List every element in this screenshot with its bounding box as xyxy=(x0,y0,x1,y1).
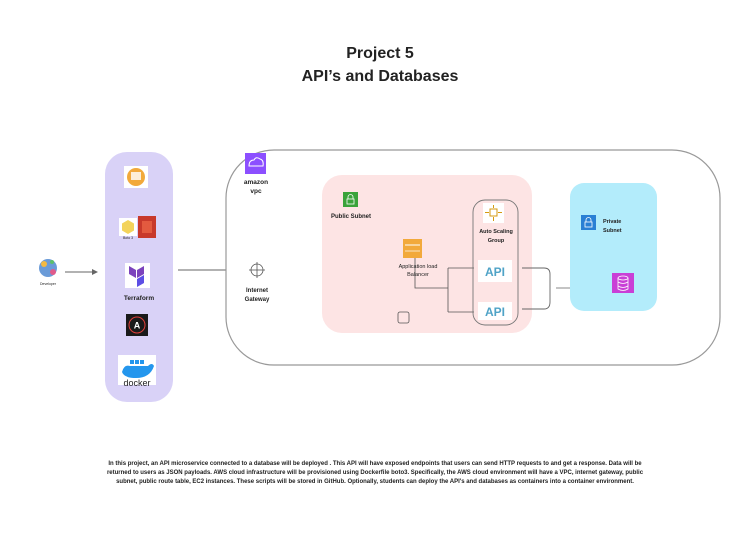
public-subnet-label: Public Subnet xyxy=(331,214,371,220)
private-subnet-label-line1: Private xyxy=(603,219,621,225)
terraform-label: Terraform xyxy=(124,295,154,302)
internet-gateway-icon xyxy=(249,262,265,278)
api-instance-1: API xyxy=(478,260,512,282)
alb-label-line1: Application load xyxy=(399,264,438,270)
alb-connector xyxy=(414,258,474,313)
public-subnet xyxy=(322,175,532,333)
terraform-icon xyxy=(125,263,150,288)
svg-text:API: API xyxy=(485,305,505,319)
svg-text:API: API xyxy=(485,265,505,279)
asg-label-line2: Group xyxy=(488,238,505,244)
svg-text:A: A xyxy=(134,321,141,331)
developer-icon xyxy=(39,259,57,277)
load-balancer-icon xyxy=(403,239,422,258)
asg-label-line1: Auto Scaling xyxy=(479,229,513,235)
private-subnet-lock-icon xyxy=(581,215,596,230)
boto3-icon: Boto 3 xyxy=(119,218,137,240)
gateway-label-line1: Internet xyxy=(246,288,268,294)
database-icon xyxy=(612,273,634,293)
route-table-icon xyxy=(397,311,410,324)
vpc-label-line2: vpc xyxy=(250,188,262,195)
gateway-label-line2: Gateway xyxy=(245,297,270,303)
project-description: In this project, an API microservice con… xyxy=(106,461,644,485)
public-subnet-lock-icon xyxy=(343,192,358,207)
api-instance-2: API xyxy=(478,302,512,320)
alb-label-line2: Balancer xyxy=(407,272,429,278)
title-line1: Project 5 xyxy=(346,45,414,62)
svg-text:Boto 3: Boto 3 xyxy=(123,236,133,240)
svg-text:docker: docker xyxy=(123,378,150,388)
aws-sdk-icon xyxy=(124,166,148,188)
docker-icon: docker xyxy=(118,355,156,388)
private-subnet-label-line2: Subnet xyxy=(603,228,622,234)
vpc-icon xyxy=(245,153,266,174)
api-bracket-connector xyxy=(522,267,551,310)
aws-s3-icon xyxy=(138,216,156,238)
ansible-icon: A xyxy=(126,314,148,336)
vpc-label-line1: amazon xyxy=(244,179,268,186)
title-line2: API’s and Databases xyxy=(302,68,459,85)
auto-scaling-icon xyxy=(483,203,504,223)
developer-label: Developer xyxy=(40,282,57,286)
auto-scaling-group xyxy=(472,199,519,326)
